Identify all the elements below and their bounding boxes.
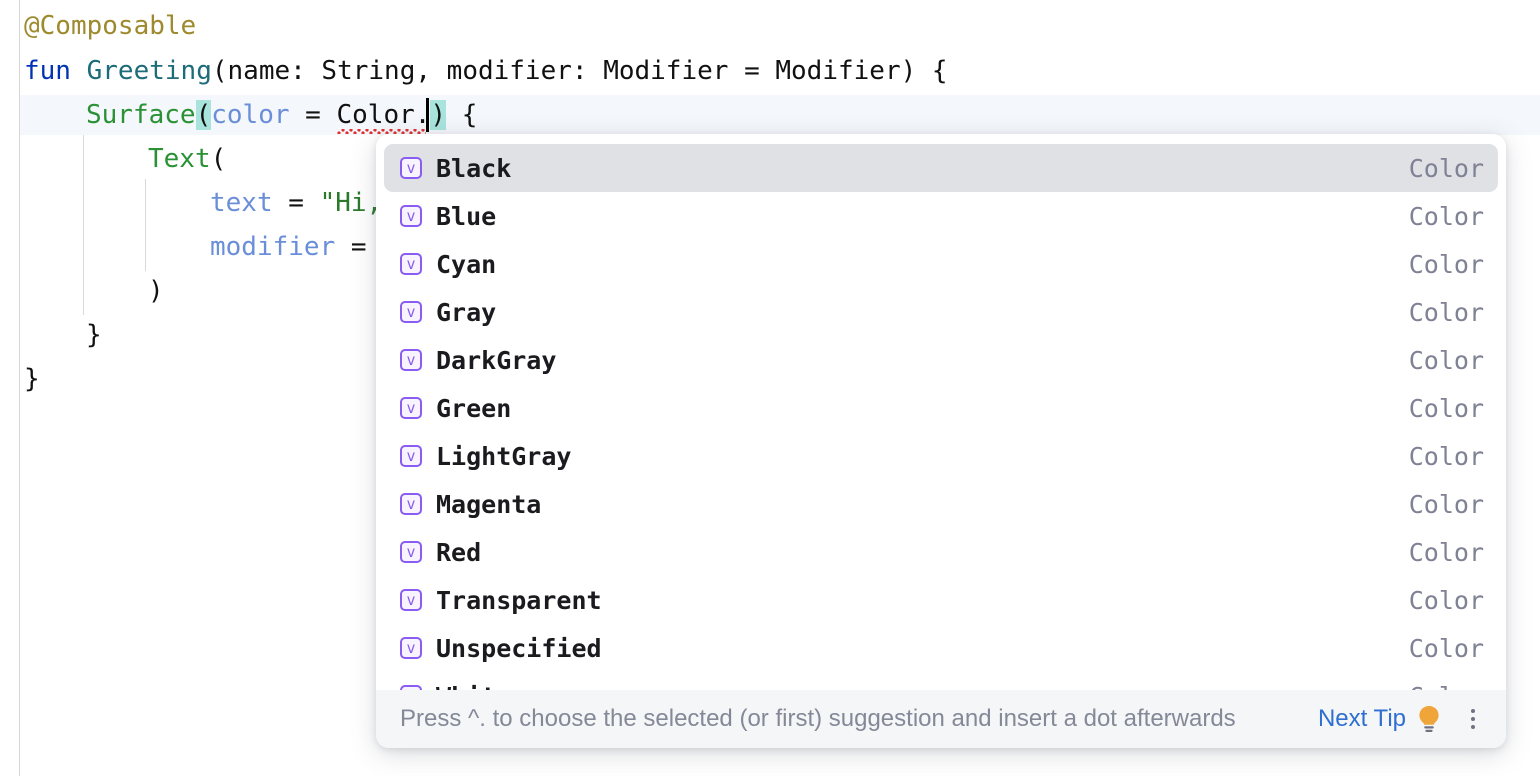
- code-token: (: [210, 144, 227, 174]
- completion-item-label: Black: [436, 153, 512, 183]
- code-token: (name: String, modifier: Modifier = Modi…: [211, 56, 948, 86]
- code-token: color: [211, 100, 290, 130]
- code-line: text = "Hi,: [0, 183, 382, 223]
- completion-tip-bar: Press ^. to choose the selected (or firs…: [376, 690, 1506, 748]
- code-line: }: [0, 359, 40, 399]
- kebab-menu-icon[interactable]: [1462, 704, 1484, 734]
- completion-item[interactable]: v Magenta Color: [384, 480, 1498, 528]
- property-value-icon: v: [400, 493, 422, 515]
- completion-item-label: Magenta: [436, 489, 542, 519]
- completion-item-label: Red: [436, 537, 482, 567]
- code-token: ): [430, 100, 447, 130]
- completion-item[interactable]: v Unspecified Color: [384, 624, 1498, 672]
- code-token: text: [210, 188, 273, 218]
- indent-guide: [145, 179, 146, 271]
- code-token: fun: [24, 56, 87, 86]
- code-token: ): [148, 276, 164, 306]
- completion-item-type: Color: [1408, 393, 1484, 423]
- completion-item-type: Color: [1408, 441, 1484, 471]
- completion-item-type: Color: [1408, 537, 1484, 567]
- completion-item-type: Color: [1408, 489, 1484, 519]
- property-value-icon: v: [400, 397, 422, 419]
- code-token: modifier: [210, 232, 336, 262]
- completion-item-type: Color: [1408, 633, 1484, 663]
- code-line: modifier =: [0, 227, 382, 267]
- code-token: (: [195, 100, 212, 130]
- completion-item-label: Blue: [436, 201, 497, 231]
- property-value-icon: v: [400, 541, 422, 563]
- completion-item-label: LightGray: [436, 441, 572, 471]
- completion-item[interactable]: v DarkGray Color: [384, 336, 1498, 384]
- caret-line-highlight: [20, 95, 1540, 135]
- completion-item[interactable]: v Gray Color: [384, 288, 1498, 336]
- completion-item-label: Transparent: [436, 585, 602, 615]
- completion-item-label: Gray: [436, 297, 497, 327]
- code-token: Greeting: [86, 56, 212, 86]
- completion-item[interactable]: v Transparent Color: [384, 576, 1498, 624]
- code-line: }: [0, 315, 102, 355]
- completion-item[interactable]: v LightGray Color: [384, 432, 1498, 480]
- indent-guide: [83, 135, 84, 315]
- editor-gutter-rule: [19, 0, 20, 776]
- text-caret: [426, 98, 429, 132]
- code-token: Text: [148, 144, 211, 174]
- code-token: Surface: [86, 100, 196, 130]
- property-value-icon: v: [400, 157, 422, 179]
- completion-item-type: Color: [1408, 585, 1484, 615]
- code-token: @Composable: [24, 11, 197, 41]
- completion-item[interactable]: v Green Color: [384, 384, 1498, 432]
- completion-item-type: Color: [1408, 249, 1484, 279]
- code-line: ): [0, 271, 164, 311]
- completion-item[interactable]: v Blue Color: [384, 192, 1498, 240]
- completion-item-label: Cyan: [436, 249, 497, 279]
- code-token: =: [272, 188, 320, 218]
- completion-item-type: Color: [1408, 201, 1484, 231]
- code-token: Color.: [336, 100, 431, 130]
- code-token: }: [24, 364, 40, 394]
- completion-item[interactable]: v Black Color: [384, 144, 1498, 192]
- property-value-icon: v: [400, 349, 422, 371]
- property-value-icon: v: [400, 301, 422, 323]
- completion-item[interactable]: v Red Color: [384, 528, 1498, 576]
- completion-item-label: DarkGray: [436, 345, 557, 375]
- lightbulb-icon[interactable]: [1416, 704, 1442, 734]
- code-token: {: [446, 100, 478, 130]
- code-token: "Hi,: [319, 188, 383, 218]
- completion-item-type: Color: [1408, 153, 1484, 183]
- code-line: fun Greeting(name: String, modifier: Mod…: [0, 51, 948, 91]
- tip-message: Press ^. to choose the selected (or firs…: [400, 705, 1236, 732]
- property-value-icon: v: [400, 589, 422, 611]
- error-squiggle-underline: [337, 129, 426, 134]
- property-value-icon: v: [400, 205, 422, 227]
- completion-item-label: Green: [436, 393, 512, 423]
- completion-item-type: Color: [1408, 297, 1484, 327]
- code-token: =: [335, 232, 383, 262]
- code-token: =: [289, 100, 337, 130]
- code-token: }: [86, 320, 102, 350]
- completion-item-label: Unspecified: [436, 633, 602, 663]
- completion-item[interactable]: v Cyan Color: [384, 240, 1498, 288]
- completion-item-type: Color: [1408, 345, 1484, 375]
- property-value-icon: v: [400, 637, 422, 659]
- code-line: @Composable: [0, 6, 196, 46]
- code-line: Surface(color = Color.) {: [0, 95, 477, 135]
- property-value-icon: v: [400, 445, 422, 467]
- code-line: Text(: [0, 139, 226, 179]
- next-tip-link[interactable]: Next Tip: [1317, 705, 1406, 732]
- property-value-icon: v: [400, 253, 422, 275]
